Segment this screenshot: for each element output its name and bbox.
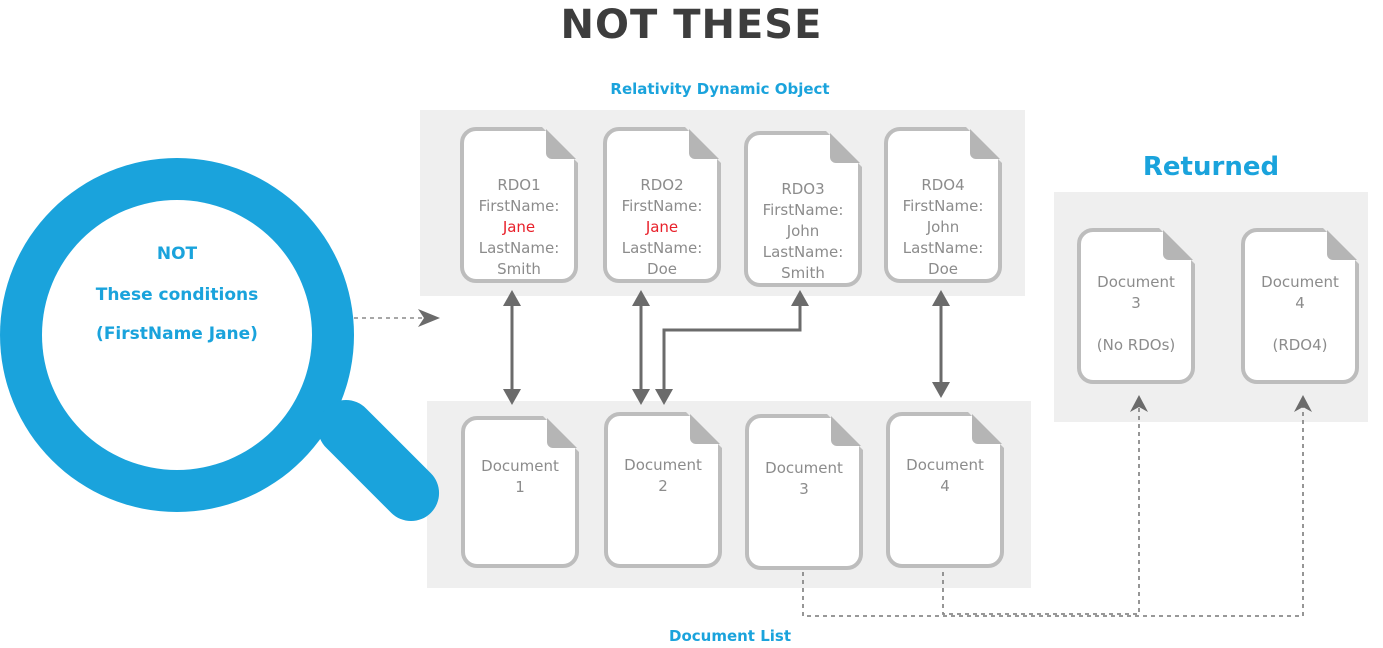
rdo2-first-label: FirstName: (621, 197, 703, 215)
page-title: NOT THESE (560, 2, 823, 48)
lens-text-firstname: (FirstName Jane) (96, 324, 258, 344)
returned3-num: 3 (1131, 294, 1141, 312)
rdo3-first-label: FirstName: (762, 201, 844, 219)
rdo-card-4-text: RDO4 FirstName: John LastName: Doe (884, 175, 1002, 280)
arrowhead-up (932, 290, 950, 306)
document-card-1-text: Document 1 (461, 456, 579, 498)
rdo4-last-label: LastName: (902, 239, 984, 257)
rdo1-id: RDO1 (497, 176, 541, 194)
rdo-card-2-text: RDO2 FirstName: Jane LastName: Doe (603, 175, 721, 280)
arrowhead-up (791, 290, 809, 306)
returned4-arrowhead (1294, 395, 1312, 412)
rdo1-last-label: LastName: (478, 239, 560, 257)
arrowhead-down (655, 389, 673, 405)
rdo4-last: Doe (928, 260, 958, 278)
rdo4-id: RDO4 (921, 176, 965, 194)
document-card-3-text: Document 3 (745, 458, 863, 500)
returned3-name: Document (1097, 273, 1175, 291)
document3-name: Document (765, 459, 843, 477)
rdo1-first: Jane (502, 218, 536, 236)
document3-num: 3 (799, 480, 809, 498)
link-rdo3-doc2 (662, 303, 802, 392)
document-card-2-text: Document 2 (604, 455, 722, 497)
returned-card-document-4-text: Document 4 (RDO4) (1241, 272, 1359, 356)
lens-to-panel-arrowhead (418, 309, 440, 327)
document4-name: Document (906, 456, 984, 474)
rdo-card-3-text: RDO3 FirstName: John LastName: Smith (744, 179, 862, 284)
lens-text-conditions: These conditions (95, 285, 259, 305)
returned3-arrowhead (1130, 395, 1148, 412)
rdo3-id: RDO3 (781, 180, 825, 198)
doc3-to-returned-connector (802, 405, 1304, 617)
document-card-4-text: Document 4 (886, 455, 1004, 497)
rdo4-first: John (926, 218, 960, 236)
doc4-to-returned-connector (942, 405, 1140, 615)
rdo3-last-label: LastName: (762, 243, 844, 261)
rdo-section-label: Relativity Dynamic Object (610, 80, 830, 98)
document2-num: 2 (658, 477, 668, 495)
document1-name: Document (481, 457, 559, 475)
rdo1-first-label: FirstName: (478, 197, 560, 215)
rdo-card-1-text: RDO1 FirstName: Jane LastName: Smith (460, 175, 578, 280)
rdo2-last-label: LastName: (621, 239, 703, 257)
document1-num: 1 (515, 478, 525, 496)
returned3-note: (No RDOs) (1096, 336, 1176, 354)
document4-num: 4 (940, 477, 950, 495)
rdo3-first: John (786, 222, 820, 240)
rdo3-last: Smith (781, 264, 825, 282)
arrowhead-down (632, 389, 650, 405)
rdo1-last: Smith (497, 260, 541, 278)
document-list-label: Document List (669, 627, 791, 645)
arrowhead-down (932, 382, 950, 398)
rdo2-first: Jane (645, 218, 679, 236)
returned-title: Returned (1142, 152, 1280, 182)
rdo4-first-label: FirstName: (902, 197, 984, 215)
returned4-num: 4 (1295, 294, 1305, 312)
arrowhead-down (503, 389, 521, 405)
returned4-note: (RDO4) (1272, 336, 1328, 354)
document2-name: Document (624, 456, 702, 474)
returned-card-document-3-text: Document 3 (No RDOs) (1077, 272, 1195, 356)
rdo2-id: RDO2 (640, 176, 684, 194)
rdo2-last: Doe (647, 260, 677, 278)
arrowhead-up (632, 290, 650, 306)
returned4-name: Document (1261, 273, 1339, 291)
magnifier-glass (42, 200, 312, 470)
arrowhead-up (503, 290, 521, 306)
lens-text-not: NOT (156, 244, 198, 264)
document-card-4 (886, 412, 1004, 568)
